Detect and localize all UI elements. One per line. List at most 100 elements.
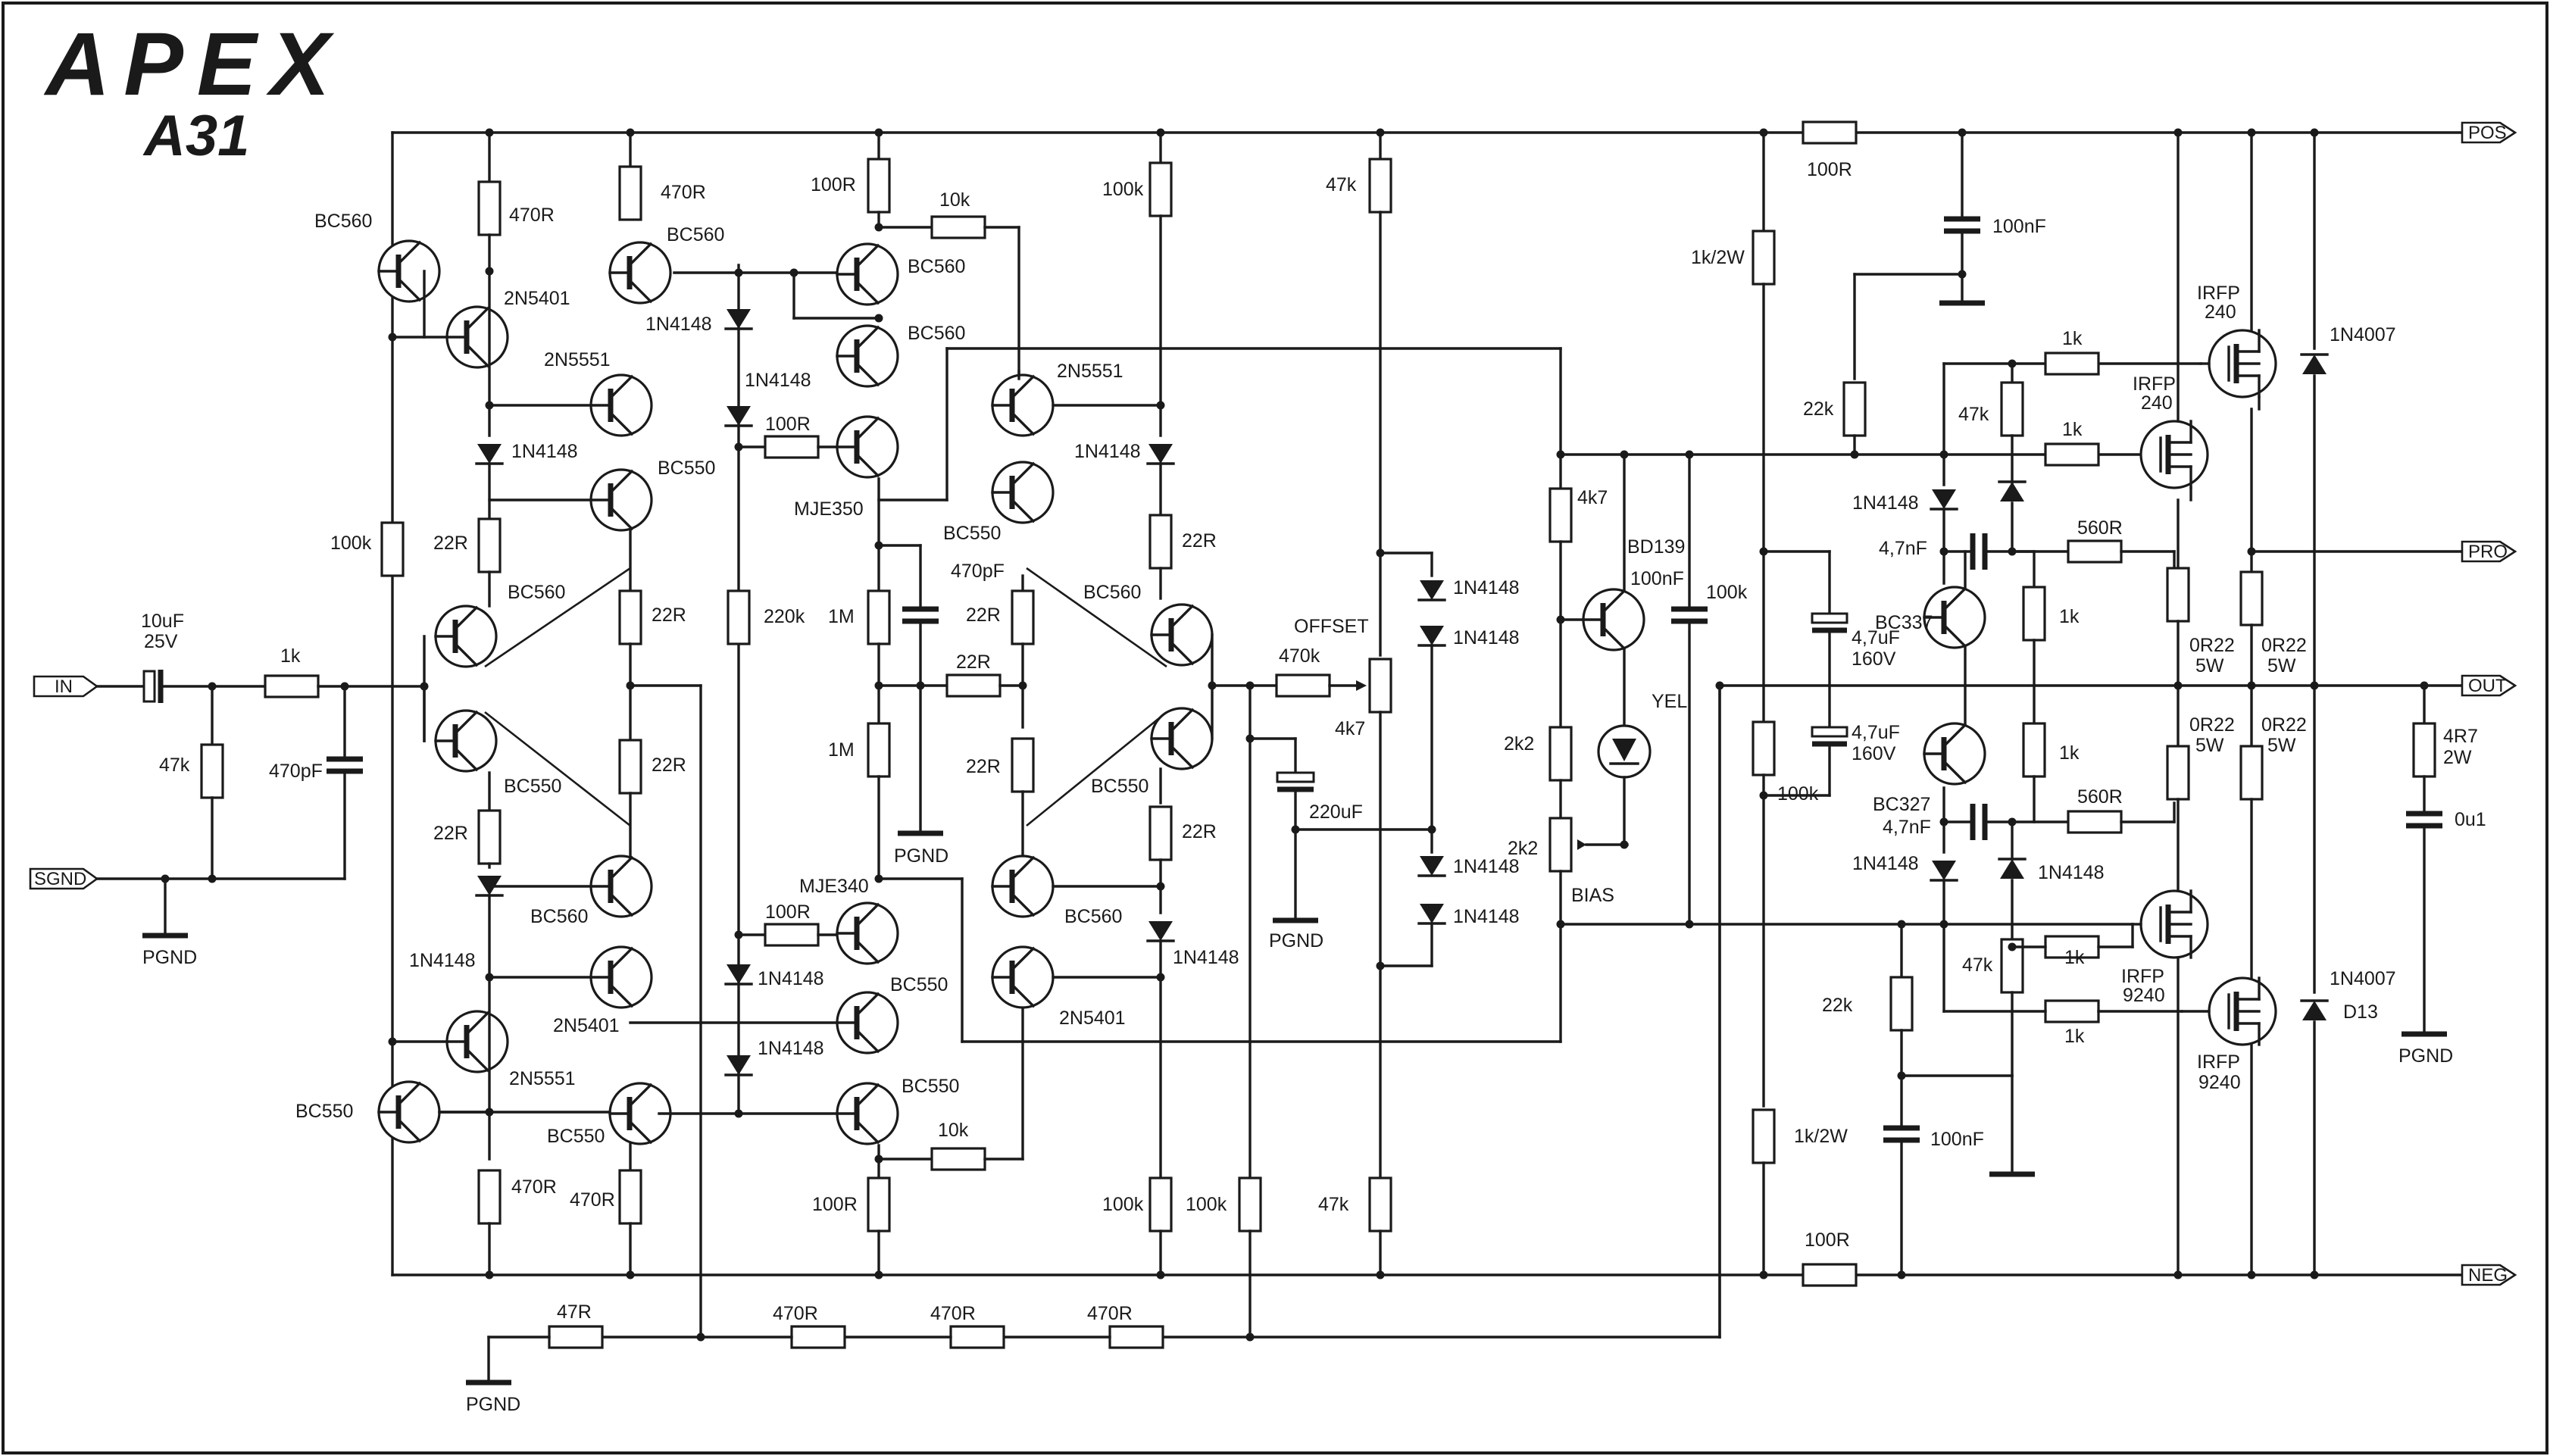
svg-text:1N4148: 1N4148 xyxy=(1453,627,1520,648)
svg-text:470pF: 470pF xyxy=(951,561,1005,582)
svg-text:5W: 5W xyxy=(2195,735,2224,756)
port-in: IN xyxy=(33,675,99,698)
svg-text:0u1: 0u1 xyxy=(2455,809,2486,830)
svg-text:PGND: PGND xyxy=(2398,1045,2453,1067)
svg-text:IRFP: IRFP xyxy=(2121,966,2164,987)
svg-text:0R22: 0R22 xyxy=(2189,714,2235,736)
svg-text:1N4148: 1N4148 xyxy=(645,314,712,335)
svg-text:OFFSET: OFFSET xyxy=(1294,616,1369,637)
svg-text:OUT: OUT xyxy=(2468,676,2507,696)
svg-text:2N5551: 2N5551 xyxy=(544,349,611,370)
svg-text:22R: 22R xyxy=(433,823,468,844)
svg-text:4,7nF: 4,7nF xyxy=(1883,817,1931,838)
svg-text:100k: 100k xyxy=(330,533,372,554)
svg-text:100k: 100k xyxy=(1102,1194,1144,1215)
svg-text:470R: 470R xyxy=(509,205,555,226)
svg-text:47k: 47k xyxy=(1318,1194,1349,1215)
svg-text:2N5401: 2N5401 xyxy=(1059,1008,1126,1029)
svg-text:5W: 5W xyxy=(2267,735,2296,756)
svg-text:1N4148: 1N4148 xyxy=(1173,947,1239,968)
svg-text:IRFP: IRFP xyxy=(2197,283,2240,304)
svg-text:MJE340: MJE340 xyxy=(799,876,869,897)
svg-text:100R: 100R xyxy=(1805,1229,1850,1251)
offset-section: OFFSET 47k 4k7 47k 1N4148 1N4148 1N4148 … xyxy=(1291,128,1520,1279)
svg-text:1k: 1k xyxy=(2062,328,2083,349)
svg-text:2N5401: 2N5401 xyxy=(504,288,570,309)
svg-text:2k2: 2k2 xyxy=(1504,733,1534,755)
svg-text:22k: 22k xyxy=(1803,398,1834,420)
port-neg: NEG xyxy=(2461,1264,2517,1286)
svg-text:PGND: PGND xyxy=(142,947,197,968)
svg-text:5W: 5W xyxy=(2267,655,2296,676)
svg-text:PGND: PGND xyxy=(466,1394,520,1415)
svg-text:1M: 1M xyxy=(828,739,855,761)
svg-text:470R: 470R xyxy=(930,1303,976,1324)
port-sgnd: SGND xyxy=(29,867,99,890)
svg-text:470R: 470R xyxy=(570,1189,615,1211)
svg-text:BC560: BC560 xyxy=(530,906,588,927)
svg-text:100nF: 100nF xyxy=(1930,1129,1984,1150)
svg-text:BC550: BC550 xyxy=(295,1101,353,1122)
svg-text:470R: 470R xyxy=(773,1303,818,1324)
svg-text:160V: 160V xyxy=(1852,648,1896,670)
svg-text:4,7uF: 4,7uF xyxy=(1852,722,1900,743)
svg-text:9240: 9240 xyxy=(2198,1072,2241,1093)
svg-text:47k: 47k xyxy=(1958,404,1989,425)
svg-text:MJE350: MJE350 xyxy=(794,498,864,520)
svg-text:1N4148: 1N4148 xyxy=(758,968,824,989)
svg-text:1N4148: 1N4148 xyxy=(1453,577,1520,598)
svg-text:470R: 470R xyxy=(1087,1303,1133,1324)
svg-text:BC560: BC560 xyxy=(908,323,965,344)
svg-text:SGND: SGND xyxy=(34,869,86,889)
svg-text:BC560: BC560 xyxy=(508,582,565,603)
svg-text:1k: 1k xyxy=(2062,419,2083,440)
svg-text:BC550: BC550 xyxy=(943,523,1001,544)
output-section: IRFP 240 IRFP 240 IRFP 9240 IRFP 9240 0R… xyxy=(2121,128,2486,1279)
svg-text:1N4148: 1N4148 xyxy=(1453,856,1520,877)
svg-text:BIAS: BIAS xyxy=(1571,885,1614,906)
svg-text:2N5401: 2N5401 xyxy=(553,1015,620,1036)
svg-text:100k: 100k xyxy=(1186,1194,1227,1215)
svg-text:560R: 560R xyxy=(2077,786,2123,808)
svg-text:100R: 100R xyxy=(812,1194,858,1215)
svg-text:1N4007: 1N4007 xyxy=(2330,324,2396,345)
svg-text:560R: 560R xyxy=(2077,517,2123,539)
svg-text:10k: 10k xyxy=(938,1120,969,1141)
svg-text:22R: 22R xyxy=(966,605,1001,626)
svg-text:470pF: 470pF xyxy=(269,761,323,782)
svg-text:1N4148: 1N4148 xyxy=(758,1038,824,1059)
svg-text:PGND: PGND xyxy=(894,845,948,867)
svg-text:160V: 160V xyxy=(1852,743,1896,764)
model-title: A31 xyxy=(142,104,249,168)
svg-text:22R: 22R xyxy=(652,755,686,776)
front-end-section: BC560 2N5401 470R 1N4148 22R 100k BC560 … xyxy=(295,128,724,1339)
svg-text:BC550: BC550 xyxy=(1091,776,1148,797)
svg-text:BD139: BD139 xyxy=(1627,536,1685,558)
svg-text:4,7nF: 4,7nF xyxy=(1879,538,1927,559)
svg-text:47k: 47k xyxy=(1326,174,1357,195)
brand-title: APEX xyxy=(43,14,343,114)
svg-text:10uF: 10uF xyxy=(141,611,184,632)
svg-text:BC550: BC550 xyxy=(504,776,561,797)
svg-text:BC550: BC550 xyxy=(890,974,948,995)
svg-text:100R: 100R xyxy=(1807,159,1852,180)
svg-text:100k: 100k xyxy=(1706,582,1748,603)
svg-text:100k: 100k xyxy=(1102,179,1144,200)
port-pro: PRO xyxy=(2461,540,2517,563)
svg-text:0R22: 0R22 xyxy=(2261,714,2307,736)
svg-text:470k: 470k xyxy=(1279,645,1320,667)
svg-text:1N4148: 1N4148 xyxy=(745,370,811,391)
svg-text:PGND: PGND xyxy=(1269,930,1323,951)
svg-text:22R: 22R xyxy=(1182,530,1217,551)
svg-text:100R: 100R xyxy=(811,174,856,195)
svg-text:4k7: 4k7 xyxy=(1335,718,1365,739)
feedback-section: 470R 470R 470R 47R PGND xyxy=(466,681,1724,1415)
svg-text:D13: D13 xyxy=(2343,1001,2378,1023)
svg-text:25V: 25V xyxy=(144,631,178,652)
svg-text:1N4148: 1N4148 xyxy=(2038,862,2105,883)
svg-text:1N4148: 1N4148 xyxy=(409,950,476,971)
svg-text:0R22: 0R22 xyxy=(2189,635,2235,656)
svg-text:22R: 22R xyxy=(1182,821,1217,842)
svg-text:10k: 10k xyxy=(939,189,970,211)
